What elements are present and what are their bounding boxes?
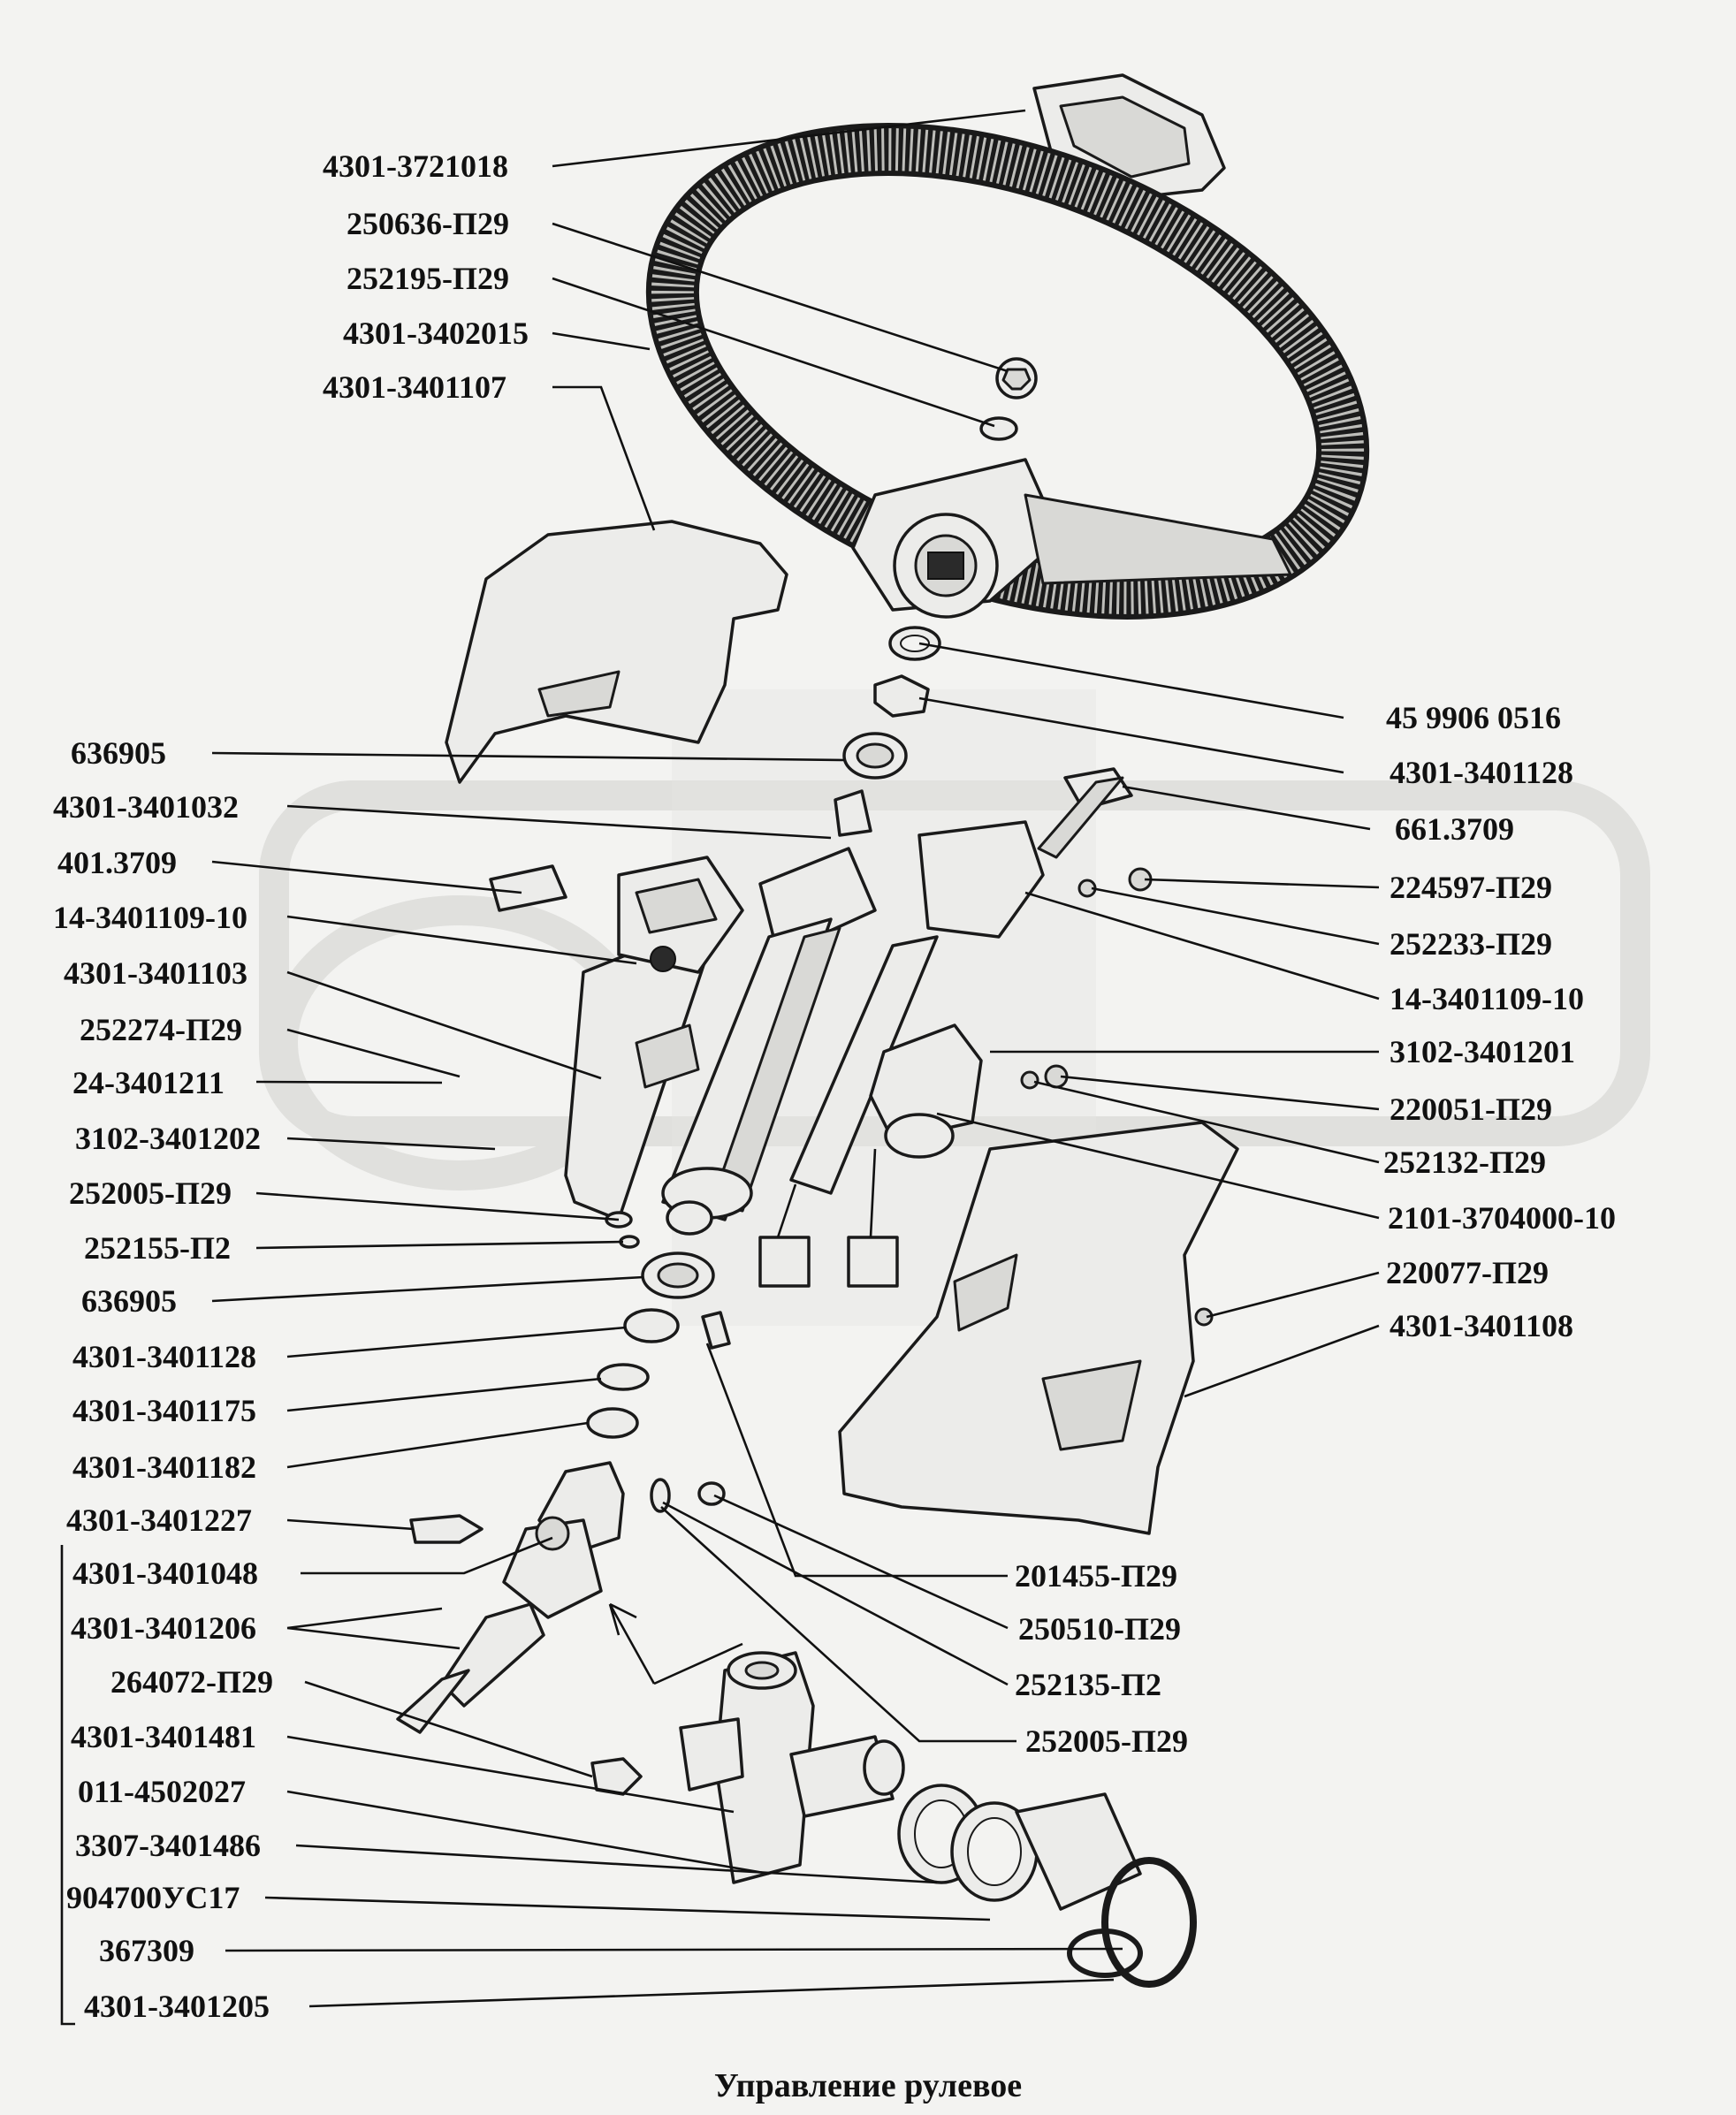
left-labels: 4301-3721018 250636-П29 252195-П29 4301-…: [53, 148, 529, 2024]
universal-joint: [396, 1461, 643, 1796]
steering-column: [564, 789, 877, 1236]
label-right-9: 2101-3704000-10: [1388, 1200, 1616, 1236]
label-bottom-right-1: 250510-П29: [1018, 1611, 1181, 1647]
label-left-28: 4301-3401205: [84, 1989, 270, 2024]
label-right-1: 4301-3401128: [1390, 755, 1573, 790]
boot-assembly: [897, 1784, 1197, 1988]
label-left-23: 4301-3401481: [71, 1719, 256, 1754]
label-left-1: 250636-П29: [346, 206, 509, 241]
upper-shroud: [445, 520, 788, 784]
label-left-2: 252195-П29: [346, 261, 509, 296]
label-left-9: 4301-3401103: [64, 955, 247, 991]
label-right-7: 220051-П29: [1390, 1092, 1552, 1127]
label-left-5: 636905: [71, 735, 166, 771]
label-left-18: 4301-3401182: [72, 1449, 256, 1485]
label-right-5: 14-3401109-10: [1390, 981, 1584, 1016]
label-left-0: 4301-3721018: [323, 148, 508, 184]
label-left-15: 636905: [81, 1283, 177, 1319]
diagram-title: Управление рулевое: [714, 2067, 1022, 2104]
steering-wheel: [645, 123, 1370, 620]
leader-lines: [60, 109, 1380, 2026]
ignition-lock: [758, 767, 1153, 1288]
label-left-25: 3307-3401486: [75, 1828, 261, 1863]
label-left-12: 3102-3401202: [75, 1121, 261, 1156]
label-right-3: 224597-П29: [1390, 870, 1552, 905]
lower-parts: [586, 1211, 731, 1513]
label-left-3: 4301-3402015: [343, 316, 529, 351]
label-left-17: 4301-3401175: [72, 1393, 256, 1428]
label-left-7: 401.3709: [57, 845, 177, 880]
right-labels: 45 9906 0516 4301-3401128 661.3709 22459…: [1383, 700, 1616, 1343]
label-left-8: 14-3401109-10: [53, 900, 247, 935]
label-bottom-right-2: 252135-П2: [1015, 1667, 1161, 1702]
label-left-4: 4301-3401107: [323, 369, 506, 405]
bottom-right-labels: 201455-П29 250510-П29 252135-П2 252005-П…: [1015, 1558, 1188, 1759]
label-left-27: 367309: [99, 1933, 194, 1968]
label-left-26: 904700УС17: [66, 1880, 240, 1915]
label-right-11: 4301-3401108: [1390, 1308, 1573, 1343]
upper-rings: [842, 626, 941, 780]
label-left-22: 264072-П29: [110, 1664, 273, 1700]
label-left-21: 4301-3401206: [71, 1610, 256, 1646]
parts-drawing: [396, 73, 1370, 1988]
label-right-0: 45 9906 0516: [1386, 700, 1561, 735]
lower-shroud: [838, 1121, 1239, 1535]
assembly-arrow: [608, 1602, 743, 1685]
label-left-10: 252274-П29: [80, 1012, 242, 1047]
label-right-2: 661.3709: [1395, 811, 1514, 847]
label-left-20: 4301-3401048: [72, 1556, 258, 1591]
label-bottom-right-3: 252005-П29: [1025, 1723, 1188, 1759]
label-left-11: 24-3401211: [72, 1065, 225, 1100]
label-right-10: 220077-П29: [1386, 1255, 1549, 1290]
label-left-13: 252005-П29: [69, 1175, 232, 1211]
label-right-4: 252233-П29: [1390, 926, 1552, 962]
label-right-6: 3102-3401201: [1390, 1034, 1575, 1069]
label-right-8: 252132-П29: [1383, 1145, 1546, 1180]
label-left-24: 011-4502027: [78, 1774, 246, 1809]
switch-assembly-left: [489, 856, 744, 974]
label-left-16: 4301-3401128: [72, 1339, 256, 1374]
label-bottom-right-0: 201455-П29: [1015, 1558, 1177, 1594]
label-left-14: 252155-П2: [84, 1230, 231, 1266]
label-left-6: 4301-3401032: [53, 789, 239, 825]
label-left-19: 4301-3401227: [66, 1503, 252, 1538]
cross-joint: [679, 1651, 905, 1884]
